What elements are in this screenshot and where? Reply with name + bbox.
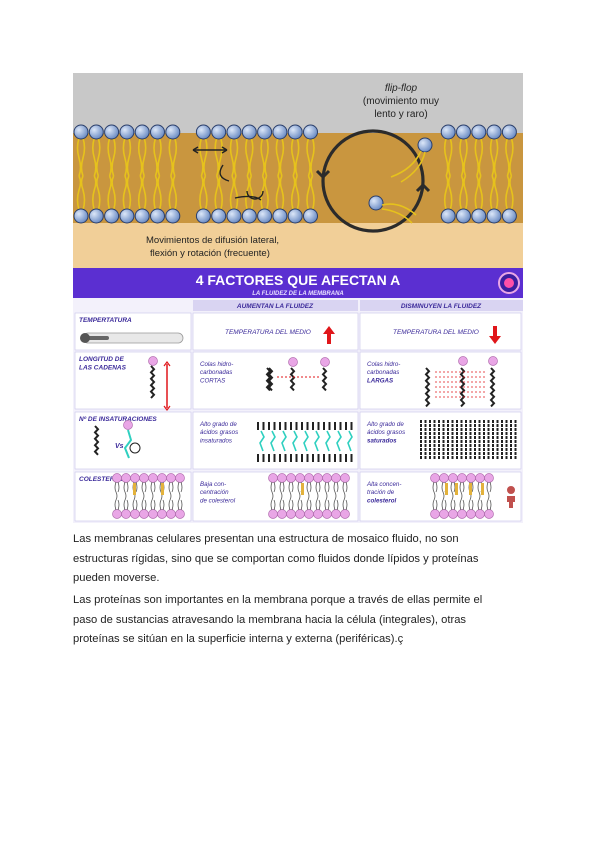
vs-label: Vs <box>115 443 124 450</box>
lipid-head <box>471 124 487 140</box>
lipid-head <box>150 208 165 224</box>
increase-text: TEMPERATURA DEL MEDIO <box>225 329 311 336</box>
lipid-head <box>456 124 471 140</box>
lipid-head <box>257 208 273 224</box>
lipid-head <box>104 124 120 140</box>
p2-line3: proteínas se sitúan en la superficie int… <box>73 633 404 645</box>
lipid-head <box>150 124 165 140</box>
lipid-head <box>501 208 517 224</box>
decrease-text: Alta concen- <box>366 481 401 488</box>
lipid-head <box>257 124 273 140</box>
factors-banner <box>73 268 523 298</box>
decrease-text: carbonadas <box>367 369 399 376</box>
increase-text: carbonadas <box>200 369 232 376</box>
lipid-head <box>195 208 211 224</box>
lipid-head <box>501 124 517 140</box>
p1-line1: Las membranas celulares presentan una es… <box>73 533 459 545</box>
factor-label: Nº DE INSATURACIONES <box>79 416 157 423</box>
factor-label: COLESTEROL <box>79 476 123 483</box>
up-arrow-icon <box>323 326 335 344</box>
p2-line2: paso de sustancias atravesando la membra… <box>73 613 467 626</box>
p1-line3: pueden moverse. <box>73 572 160 584</box>
membrane-movement-figure: flip-flop (movimiento muy lento y raro) … <box>73 73 523 268</box>
factor-label: TEMPERTATURA <box>79 317 132 324</box>
flipflop-desc-line1: (movimiento muy <box>363 96 439 107</box>
increase-text: ácidos grasos <box>200 429 238 436</box>
decrease-text: Colas hidro- <box>367 361 400 368</box>
factor-label: LONGITUD DE <box>79 356 124 363</box>
lipid-head <box>303 124 318 140</box>
lipid-head <box>486 124 502 140</box>
lipid-head <box>73 208 89 224</box>
increase-text: insaturados <box>200 437 232 444</box>
table-cell <box>74 411 192 470</box>
paragraph-proteins: Las proteínas son importantes en la memb… <box>73 591 523 650</box>
col-increase-header: AUMENTAN LA FLUIDEZ <box>236 303 314 310</box>
increase-text: CORTAS <box>200 377 226 384</box>
lipid-head <box>272 208 288 224</box>
flipflop-desc-line2: lento y raro) <box>374 109 427 120</box>
lateral-caption-line2: flexión y rotación (frecuente) <box>150 248 270 259</box>
lipid-head <box>303 208 318 224</box>
lipid-head <box>486 208 502 224</box>
factors-title: 4 FACTORES QUE AFECTAN A <box>196 272 401 288</box>
decrease-text: Alto grado de <box>366 421 404 428</box>
lipid-head <box>134 208 150 224</box>
decrease-text: tración de <box>367 489 395 496</box>
lipid-head <box>119 208 135 224</box>
lipid-head <box>195 124 211 140</box>
lipid-head <box>440 208 456 224</box>
lipid-head <box>104 208 120 224</box>
lipid-head <box>226 208 242 224</box>
factors-subtitle: LA FLUIDEZ DE LA MEMBRANA <box>252 291 344 297</box>
lipid-head <box>272 124 288 140</box>
lipid-head <box>134 124 150 140</box>
lipid-head <box>226 124 242 140</box>
lipid-head <box>165 208 181 224</box>
lipid-head <box>88 124 104 140</box>
col-decrease-header: DISMINUYEN LA FLUIDEZ <box>401 303 482 310</box>
lipid-head <box>287 208 303 224</box>
down-arrow-icon <box>489 326 501 344</box>
paragraph-fluid-mosaic: Las membranas celulares presentan una es… <box>73 530 523 589</box>
lipid-head <box>73 124 89 140</box>
cholesterol-icon <box>507 496 515 508</box>
lipid-head <box>440 124 456 140</box>
decrease-text: LARGAS <box>367 377 394 384</box>
p2-line1: Las proteínas son importantes en la memb… <box>73 594 483 606</box>
lateral-caption-line1: Movimientos de difusión lateral, <box>146 235 279 246</box>
increase-text: de colesterol <box>200 497 236 504</box>
decrease-text: colesterol <box>367 497 397 504</box>
table-cell <box>359 411 522 470</box>
logo-icon <box>504 278 514 288</box>
p1-line2: estructuras rígidas, sino que se comport… <box>73 552 479 565</box>
lipid-head <box>471 208 487 224</box>
flipflop-title: flip-flop <box>385 83 418 94</box>
increase-text: Alto grado de <box>199 421 237 428</box>
lipid-head <box>241 124 257 140</box>
lipid-head <box>287 124 303 140</box>
lipid-head <box>88 208 104 224</box>
lipid-head <box>211 124 227 140</box>
decrease-text: saturados <box>367 437 397 444</box>
thermometer-icon <box>80 332 184 344</box>
increase-text: Colas hidro- <box>200 361 233 368</box>
lipid-head <box>165 124 181 140</box>
lipid-head <box>456 208 471 224</box>
lipid-head <box>241 208 257 224</box>
factor-label: LAS CADENAS <box>79 365 127 372</box>
lipid-head <box>119 124 135 140</box>
decrease-text: TEMPERATURA DEL MEDIO <box>393 329 479 336</box>
table-cell <box>192 351 359 410</box>
table-cell <box>74 312 192 351</box>
increase-text: centración <box>200 489 229 496</box>
decrease-text: ácidos grasos <box>367 429 405 436</box>
lipid-head <box>211 208 227 224</box>
increase-text: Baja con- <box>200 481 226 488</box>
fluidity-factors-figure: 4 FACTORES QUE AFECTAN A LA FLUIDEZ DE L… <box>73 268 523 523</box>
table-cell <box>74 351 192 410</box>
